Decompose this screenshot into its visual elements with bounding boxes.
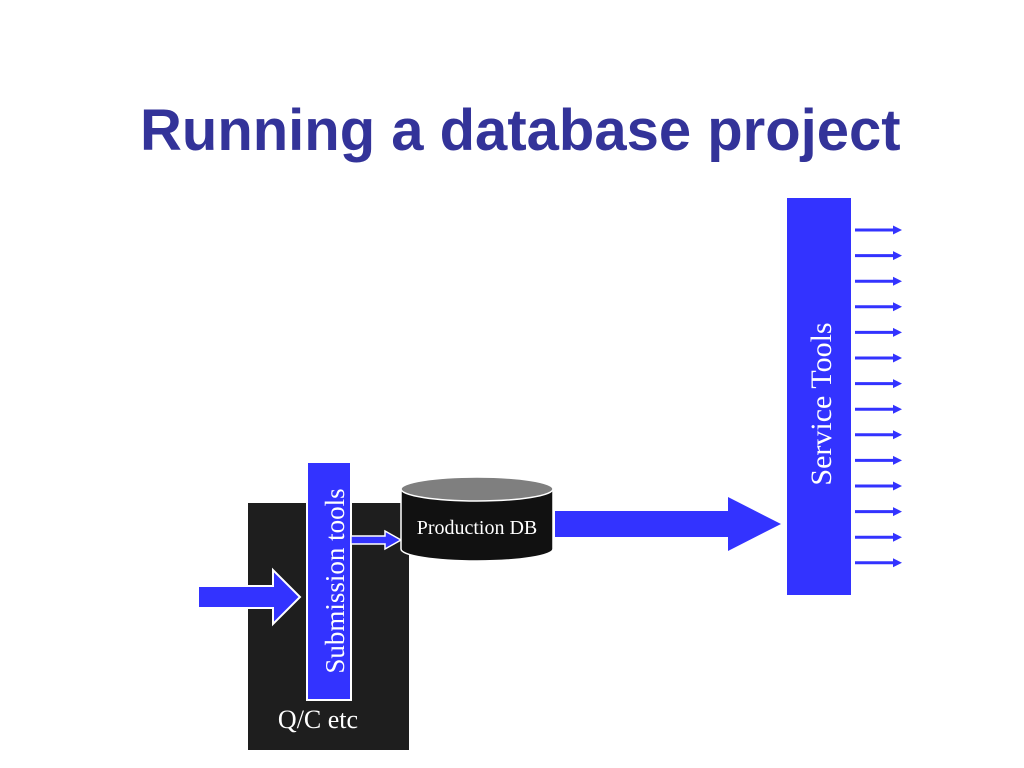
- service-output-arrow: [855, 404, 902, 414]
- qc-box-label: Q/C etc: [278, 705, 358, 734]
- service-output-arrow: [855, 558, 902, 568]
- service-output-arrow: [855, 430, 902, 440]
- service-output-arrow: [855, 302, 902, 312]
- submission-tools-label: Submission tools: [320, 488, 350, 673]
- service-output-arrow: [855, 276, 902, 286]
- service-tools-bar: [787, 198, 851, 595]
- db-to-service-arrow: [555, 497, 781, 551]
- submission-to-db-arrow: [350, 529, 403, 551]
- submission-tools-bar: [306, 461, 352, 701]
- service-tools-label: Service Tools: [805, 322, 838, 485]
- service-output-arrow: [855, 507, 902, 517]
- service-output-arrow: [855, 353, 902, 363]
- service-output-arrow: [855, 532, 902, 542]
- service-output-arrow: [855, 379, 902, 389]
- service-output-arrow: [855, 251, 902, 261]
- service-output-arrow: [855, 455, 902, 465]
- service-output-arrow: [855, 225, 902, 235]
- service-output-arrows: [855, 225, 902, 568]
- slide-title: Running a database project: [140, 98, 901, 163]
- production-db-label: Production DB: [417, 517, 538, 539]
- input-arrow: [197, 567, 302, 627]
- service-output-arrow: [855, 481, 902, 491]
- service-output-arrow: [855, 327, 902, 337]
- production-db-cylinder: [400, 476, 554, 562]
